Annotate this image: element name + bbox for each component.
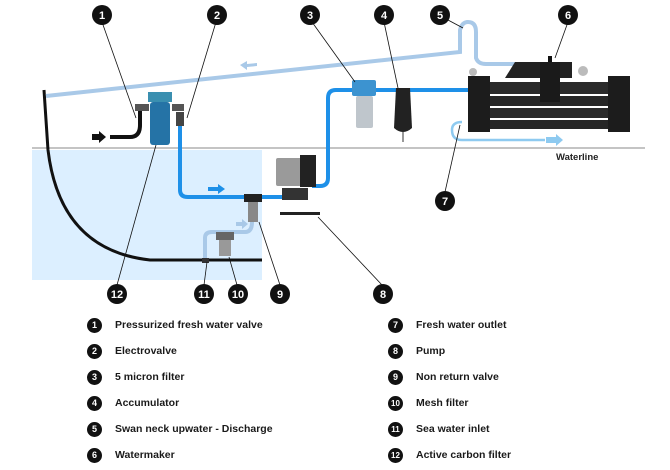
sea-water-pipe <box>203 221 254 262</box>
fresh-water-pipe <box>178 118 290 199</box>
legend-item: 4 Accumulator <box>87 390 387 416</box>
legend-label: Non return valve <box>416 371 499 383</box>
callout-2: 2 <box>207 5 227 25</box>
legend-badge: 12 <box>388 447 403 463</box>
legend-item: 12 Active carbon filter <box>388 442 670 468</box>
flow-arrow-icon <box>208 184 225 194</box>
fresh-water-inlet-pipe <box>110 110 142 139</box>
callout-12: 12 <box>107 284 127 304</box>
legend-item: 3 5 micron filter <box>87 364 387 390</box>
legend-item: 10 Mesh filter <box>388 390 670 416</box>
five-micron-filter <box>352 80 376 128</box>
sea-inlet-arrow-icon <box>236 219 248 229</box>
callout-8: 8 <box>373 284 393 304</box>
waterline-label: Waterline <box>556 152 598 163</box>
accumulator <box>394 88 412 142</box>
legend-item: 2 Electrovalve <box>87 338 387 364</box>
legend-label: Swan neck upwater - Discharge <box>115 423 273 435</box>
legend-item: 11 Sea water inlet <box>388 416 670 442</box>
svg-text:6: 6 <box>565 10 571 22</box>
callout-6: 6 <box>558 5 578 25</box>
inlet-arrow-icon <box>92 131 106 143</box>
legend-label: Pump <box>416 345 446 357</box>
legend-badge: 1 <box>87 317 102 333</box>
legend-label: Electrovalve <box>115 345 177 357</box>
legend-item: 7 Fresh water outlet <box>388 312 670 338</box>
legend-label: Accumulator <box>115 397 180 409</box>
callout-1: 1 <box>92 5 112 25</box>
legend-left: 1 Pressurized fresh water valve 2 Electrov… <box>87 312 387 468</box>
legend-badge: 10 <box>388 395 403 411</box>
legend-label: Active carbon filter <box>416 449 512 461</box>
legend-label: Pressurized fresh water valve <box>115 319 263 331</box>
callout-5: 5 <box>430 5 450 25</box>
legend-item: 8 Pump <box>388 338 670 364</box>
legend-item: 1 Pressurized fresh water valve <box>87 312 387 338</box>
watermaker-installation-diagram: Waterline <box>32 5 645 304</box>
svg-text:8: 8 <box>380 289 386 301</box>
svg-text:7: 7 <box>442 196 448 208</box>
legend-item: 6 Watermaker <box>87 442 387 468</box>
callout-7: 7 <box>435 191 455 211</box>
legend-badge: 6 <box>87 447 102 463</box>
legend-badge: 3 <box>87 369 102 385</box>
sea-water-inlet <box>202 258 209 263</box>
svg-text:12: 12 <box>111 289 123 301</box>
fresh-water-outlet-pipe <box>450 120 545 142</box>
discharge-pipe <box>45 19 520 98</box>
non-return-valve <box>244 194 262 222</box>
legend-label: 5 micron filter <box>115 371 185 383</box>
legend-badge: 5 <box>87 421 102 437</box>
leader-lines <box>101 19 569 286</box>
mesh-filter <box>216 232 234 256</box>
svg-text:11: 11 <box>198 289 210 301</box>
outlet-arrow-icon <box>546 134 563 146</box>
legend-badge: 8 <box>388 343 403 359</box>
legend-item: 9 Non return valve <box>388 364 670 390</box>
legend-item: 5 Swan neck upwater - Discharge <box>87 416 387 442</box>
legend-label: Watermaker <box>115 449 175 461</box>
callout-9: 9 <box>270 284 290 304</box>
svg-text:2: 2 <box>214 10 220 22</box>
svg-text:9: 9 <box>277 289 283 301</box>
hull-line <box>42 89 262 262</box>
legend-badge: 11 <box>388 421 403 437</box>
watermaker <box>468 56 630 132</box>
callout-4: 4 <box>374 5 394 25</box>
svg-text:1: 1 <box>99 10 105 22</box>
discharge-arrow-icon <box>240 61 257 70</box>
pump <box>276 155 320 215</box>
callout-11: 11 <box>194 284 214 304</box>
svg-text:4: 4 <box>381 10 388 22</box>
legend-right: 7 Fresh water outlet 8 Pump 9 Non return va… <box>388 312 670 468</box>
legend-badge: 7 <box>388 317 403 333</box>
callout-10: 10 <box>228 284 248 304</box>
svg-text:3: 3 <box>307 10 313 22</box>
svg-text:10: 10 <box>232 289 244 301</box>
legend-label: Sea water inlet <box>416 423 490 435</box>
main-pipe-upright <box>312 88 470 188</box>
legend-label: Mesh filter <box>416 397 469 409</box>
legend-badge: 4 <box>87 395 102 411</box>
legend-badge: 9 <box>388 369 403 385</box>
active-carbon-filter <box>135 92 184 145</box>
legend-label: Fresh water outlet <box>416 319 507 331</box>
callout-3: 3 <box>300 5 320 25</box>
legend-badge: 2 <box>87 343 102 359</box>
svg-text:5: 5 <box>437 10 443 22</box>
